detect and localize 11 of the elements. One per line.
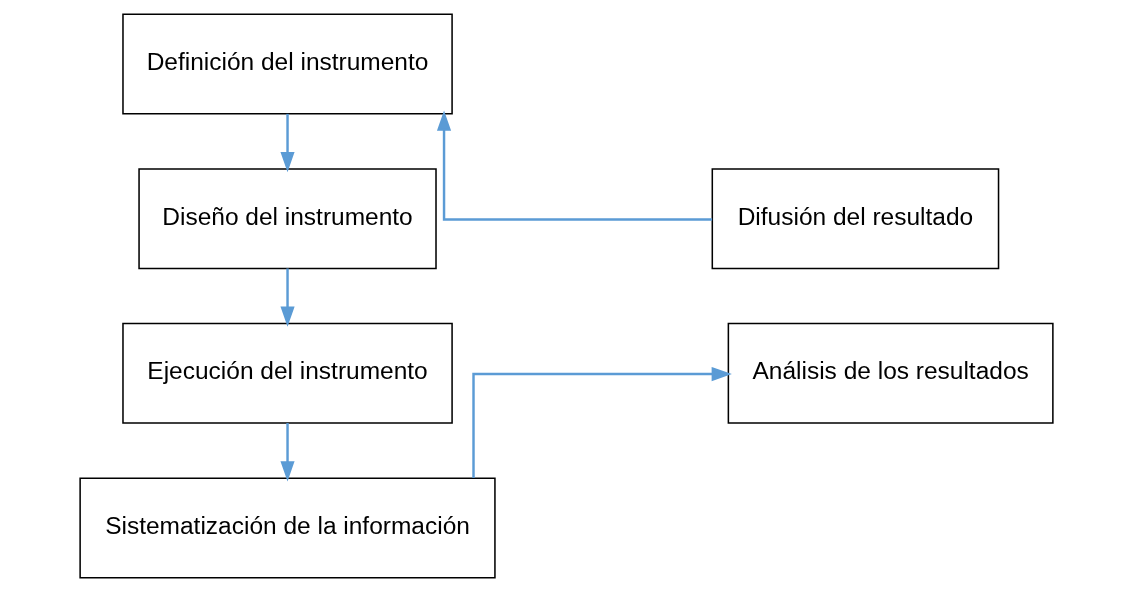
node-box: Diseño del instrumento	[137, 168, 437, 270]
arrow	[471, 367, 732, 478]
node-box: Definición del instrumento	[121, 13, 453, 115]
node-box: Difusión del resultado	[711, 168, 999, 270]
node-box: Ejecución del instrumento	[121, 322, 453, 424]
arrow	[279, 268, 295, 327]
arrow	[279, 113, 295, 173]
arrow	[279, 423, 295, 482]
arrow	[436, 110, 712, 221]
node-box: Sistematización de la información	[78, 477, 496, 579]
node-box: Análisis de los resultados	[727, 322, 1054, 424]
